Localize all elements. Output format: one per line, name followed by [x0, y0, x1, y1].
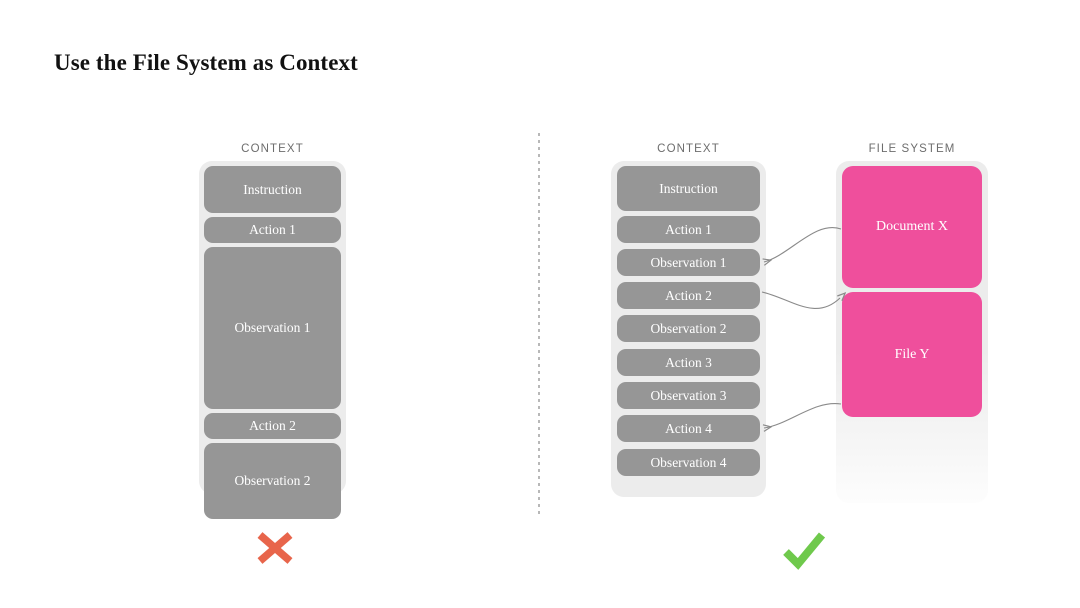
check-mark-icon — [782, 530, 826, 570]
connector-action-2-to-file-y — [761, 291, 840, 309]
connector-document-x-to-observation-1 — [764, 227, 842, 262]
right-context-label: CONTEXT — [657, 143, 720, 155]
page-title: Use the File System as Context — [54, 50, 358, 75]
left-block-observation-2[interactable]: Observation 2 — [204, 443, 341, 519]
left-block-action-1[interactable]: Action 1 — [204, 217, 341, 243]
connector-file-y-to-action-4 — [764, 403, 842, 428]
right-block-action-2[interactable]: Action 2 — [617, 282, 760, 309]
right-block-action-1[interactable]: Action 1 — [617, 216, 760, 243]
left-block-instruction[interactable]: Instruction — [204, 166, 341, 213]
right-block-observation-1[interactable]: Observation 1 — [617, 249, 760, 276]
left-context-stack: Instruction Action 1 Observation 1 Actio… — [199, 161, 346, 519]
left-block-action-2[interactable]: Action 2 — [204, 413, 341, 439]
filesystem-stack: Document X File Y — [836, 161, 988, 503]
left-context-label: CONTEXT — [241, 143, 304, 155]
right-block-observation-2[interactable]: Observation 2 — [617, 315, 760, 342]
right-block-action-3[interactable]: Action 3 — [617, 349, 760, 376]
right-block-action-4[interactable]: Action 4 — [617, 415, 760, 442]
file-block-file-y[interactable]: File Y — [842, 292, 982, 417]
right-block-observation-3[interactable]: Observation 3 — [617, 382, 760, 409]
left-block-observation-1[interactable]: Observation 1 — [204, 247, 341, 409]
right-block-observation-4[interactable]: Observation 4 — [617, 449, 760, 476]
file-block-document-x[interactable]: Document X — [842, 166, 982, 288]
right-context-stack: Instruction Action 1 Observation 1 Actio… — [611, 161, 766, 497]
panel-divider — [538, 133, 540, 518]
right-block-instruction[interactable]: Instruction — [617, 166, 760, 211]
filesystem-label: FILE SYSTEM — [868, 143, 956, 155]
cross-mark-icon — [254, 527, 296, 569]
